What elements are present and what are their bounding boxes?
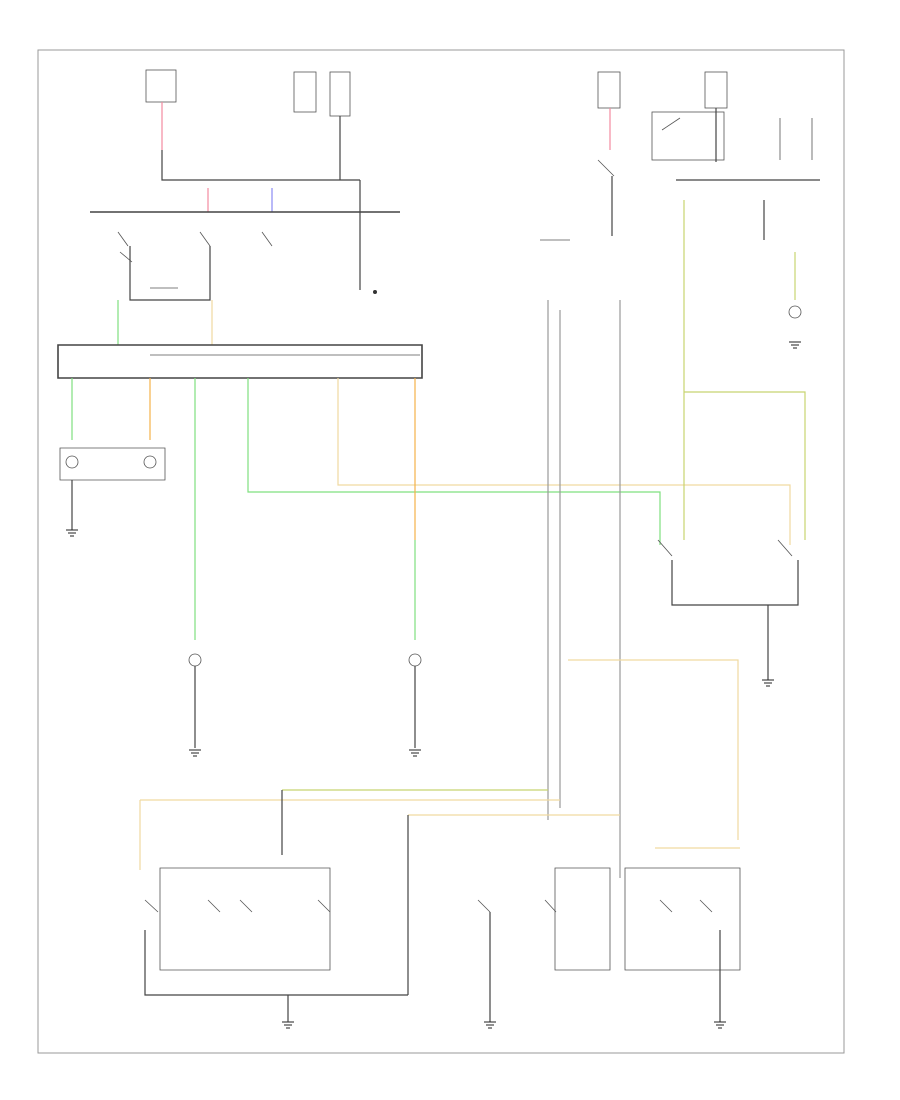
ground-symbol <box>789 341 801 349</box>
wire-tan-long <box>337 378 791 545</box>
lamp-left <box>188 653 202 667</box>
fuse-block-left <box>145 69 351 117</box>
headlamp-switch <box>117 231 273 289</box>
relay-box-right <box>651 111 725 161</box>
ground-symbol <box>66 529 78 537</box>
ground-symbol <box>189 749 201 757</box>
lamp-group-bottom-left <box>144 867 331 971</box>
ground-symbol <box>409 749 421 757</box>
lamp-cluster-left <box>59 447 166 481</box>
ground-symbol <box>762 679 774 687</box>
bus-bar-left <box>57 344 423 379</box>
lamp-group-bottom-right <box>544 867 741 971</box>
diagram-border <box>37 49 845 1054</box>
ground-symbol <box>714 1021 726 1029</box>
switch-center-right <box>540 159 615 241</box>
lamp-pair-right <box>657 539 793 557</box>
fuse-block-right <box>597 71 728 109</box>
ground-symbol <box>282 1021 294 1029</box>
lamp-center <box>408 653 422 667</box>
ground-symbol <box>484 1021 496 1029</box>
lamp-bottom-center <box>477 899 491 913</box>
wire-green-long <box>247 378 661 545</box>
